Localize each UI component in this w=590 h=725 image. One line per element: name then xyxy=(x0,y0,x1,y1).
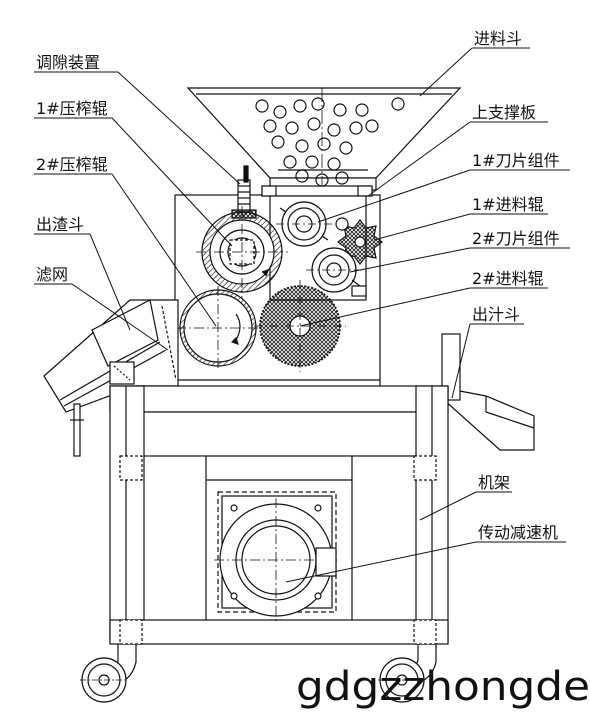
label-blade-assembly-2: 2#刀片组件 xyxy=(472,229,560,248)
reducer-motor xyxy=(214,491,338,622)
label-gap-adjuster: 调隙装置 xyxy=(36,53,100,72)
blade-assembly-1 xyxy=(276,201,332,247)
blade-assembly-2 xyxy=(306,247,367,297)
label-reducer-motor: 传动减速机 xyxy=(478,523,558,542)
label-feed-roller-1: 1#进料辊 xyxy=(472,195,544,214)
label-press-roller-2: 2#压榨辊 xyxy=(36,155,108,174)
caster-wheel-left xyxy=(80,644,137,703)
frame xyxy=(109,385,449,645)
juice-outlet xyxy=(441,333,535,451)
press-roller-1 xyxy=(196,206,288,298)
hopper xyxy=(186,87,462,380)
filter-screen xyxy=(161,305,177,381)
caster-wheel-right xyxy=(378,644,437,703)
label-upper-support-plate: 上支撑板 xyxy=(472,103,536,122)
label-feed-roller-2: 2#进料辊 xyxy=(472,269,544,288)
feed-roller-1 xyxy=(335,217,383,265)
label-press-roller-1: 1#压榨辊 xyxy=(36,99,108,118)
press-roller-2 xyxy=(176,286,262,370)
gap-adjuster xyxy=(231,165,257,219)
residue-chute xyxy=(43,299,179,457)
label-residue-chute: 出渣斗 xyxy=(36,215,84,234)
label-frame: 机架 xyxy=(478,473,510,492)
label-group: 进料斗 调隙装置 1#压榨辊 上支撑板 1#刀片组件 2#压榨辊 1#进料辊 出… xyxy=(36,29,560,542)
fruit-in-hopper xyxy=(255,97,405,199)
leader-lines xyxy=(34,47,570,583)
label-juice-outlet: 出汁斗 xyxy=(472,305,520,324)
label-hopper: 进料斗 xyxy=(474,29,522,48)
label-filter-screen: 滤网 xyxy=(36,265,68,284)
label-blade-assembly-1: 1#刀片组件 xyxy=(472,151,560,170)
watermark-text: gdgzzhongde xyxy=(296,664,590,710)
